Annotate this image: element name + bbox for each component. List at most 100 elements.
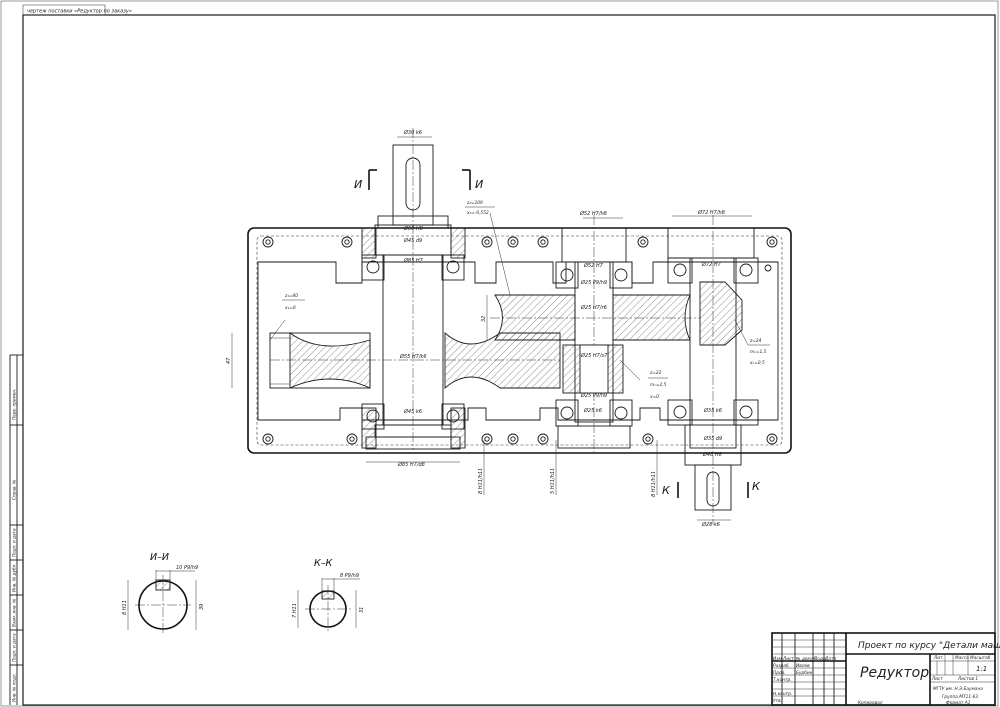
section-k-title: К–К [314, 558, 333, 569]
tb-massa: Масса [955, 655, 969, 661]
section-mark-k-left: К [662, 482, 679, 498]
strip-sprav: Справ. № [12, 479, 17, 500]
section-i-key: 10 P9/h9 [176, 565, 198, 571]
middle-gear [490, 215, 700, 455]
tb-list: Лист [782, 656, 794, 662]
tb-razrab-name: Ивлев [796, 663, 810, 669]
dim-output: Ø28 k6 [701, 521, 720, 528]
title-block: Проект по курсу "Детали машин" Редуктор … [771, 632, 1000, 706]
tb-razrab: Разраб. [773, 663, 790, 669]
dim-mid-left: Ø55 H7/k6 [399, 353, 427, 360]
dim-right-cover: Ø72 H7/h8 [697, 209, 725, 216]
gear4-z: z=24 [749, 338, 762, 344]
tb-data: Дата [824, 656, 836, 662]
gear2-x: x₂=-0,552 [466, 210, 489, 216]
gear4-x: xₙ=0,5 [749, 360, 765, 366]
dim-mid-height: 32 [481, 316, 487, 322]
strip-vzam-inv: Взам. инв. № [12, 598, 17, 627]
dim-key-mid: 5 H11/h11 [550, 468, 556, 494]
dim-right-h8: Ø48 H8 [702, 451, 722, 458]
section-k-left-text: К [662, 484, 671, 497]
tb-lit: Лит. [933, 655, 944, 661]
housing-bolts [262, 236, 778, 445]
gear1-x: x₁=0 [284, 305, 296, 311]
dim-mid-bore: Ø52 H7 [583, 262, 604, 269]
tb-masshtab: Масштаб [970, 655, 991, 661]
dim-bore-left: Ø85 H7 [403, 257, 424, 264]
section-k-right-text: К [752, 480, 761, 493]
dim-key-left: 8 H11/h11 [478, 468, 484, 494]
gear4-m: mₙ=1,5 [750, 349, 767, 355]
dim-mid-cover: Ø52 H7/h8 [579, 210, 607, 217]
top-stamp: чертеж поставки «Редуктор по заказу» [22, 4, 132, 16]
dim-bottom-left-cover: Ø85 H7/d8 [397, 461, 425, 468]
section-mark-i-right: И [462, 169, 483, 191]
tb-format: Формат A1 [946, 700, 971, 706]
dim-bearing-left-top: Ø65 H8 [403, 225, 423, 232]
gear3-x: x=0 [649, 394, 659, 400]
housing-cavity [257, 261, 779, 421]
side-strip: Перв. примен. Справ. № Подп. и дата Инв.… [9, 354, 23, 705]
output-shaft [667, 215, 759, 525]
tb-podp: Подп. [814, 656, 827, 662]
gearbox-main-view: И И К К [226, 128, 792, 528]
dim-right-d9: Ø35 d9 [703, 435, 722, 442]
tb-listov-label: Листов 1 [957, 676, 978, 682]
tb-list-label: Лист [931, 676, 943, 682]
tb-kopiroval: Копировал [858, 700, 883, 706]
strip-podp-data-2: Подп. и дата [12, 633, 17, 662]
dim-key-right: 8 H11/h11 [651, 471, 657, 497]
drawing-frame [22, 14, 996, 706]
section-k-key: 8 P9/h9 [340, 573, 359, 579]
dim-right-bore: Ø72 H7 [701, 261, 722, 268]
tb-scale-value: 1:1 [976, 665, 987, 673]
housing-outer [247, 227, 792, 454]
tb-project: Проект по курсу "Детали машин" [858, 641, 1000, 651]
gear3-m: mₙ=2,5 [650, 382, 667, 388]
dim-mid-fit2: Ø25 H7/r6 [580, 304, 607, 311]
tb-izm: Изм. [773, 656, 783, 662]
tb-prov-name: Бурбин [796, 670, 813, 676]
tb-utv: Утв. [773, 698, 782, 704]
gear3-z: z=22 [649, 370, 662, 376]
section-i-view: И–И 10 P9/h9 8 H11 39 [122, 552, 205, 635]
input-shaft [361, 128, 466, 450]
section-i-t: 8 H11 [122, 600, 128, 615]
section-i-d: 39 [199, 604, 205, 610]
section-mark-k-right: К [747, 480, 761, 498]
dimension-lines [231, 136, 752, 521]
section-i-title: И–И [150, 552, 169, 563]
dim-right-k6: Ø35 k6 [703, 407, 722, 414]
tb-group: Группа МТ11-63 [942, 694, 978, 700]
strip-inv-podl: Инв. № подл. [12, 673, 17, 702]
section-k-t: 7 H11 [292, 603, 298, 618]
tb-org: МГТУ им. Н.Э.Баумана [933, 686, 983, 692]
dim-mid-fit4: Ø25 P9/h9 [580, 392, 607, 399]
strip-podp-data-1: Подп. и дата [12, 528, 17, 557]
section-i-left-text: И [354, 178, 362, 191]
tb-name: Редуктор [860, 665, 929, 681]
worm-gear-left [269, 332, 561, 389]
tb-n-kontr: Н.контр. [773, 691, 792, 697]
gear2-z: z₂=109 [466, 200, 483, 206]
section-mark-i-left: И [354, 169, 377, 191]
section-i-right-text: И [475, 178, 483, 191]
section-k-d: 31 [359, 607, 365, 613]
dim-left-height: 47 [226, 357, 232, 364]
strip-inv-dubl: Инв. № дубл. [12, 563, 17, 592]
tb-prov: Пров. [773, 670, 786, 676]
tb-t-kontr: Т.контр. [773, 677, 792, 683]
gear1-z: z₁=60 [284, 293, 298, 299]
section-k-view: К–К 8 P9/h9 7 H11 31 [292, 558, 365, 633]
tb-no-dokum: № докум. [795, 656, 817, 662]
dim-mid-k6: Ø25 k6 [583, 407, 602, 414]
dim-mid-fit3: Ø25 H7/s7 [580, 352, 608, 359]
top-stamp-text: чертеж поставки «Редуктор по заказу» [27, 9, 132, 15]
strip-perv-primen: Перв. примен. [12, 389, 17, 420]
dim-input-top: Ø30 k6 [403, 129, 422, 136]
dim-bottom-left-k6: Ø45 k6 [403, 408, 422, 415]
dim-seal-left: Ø45 d9 [403, 237, 422, 244]
dim-mid-fit1: Ø25 P9/h9 [580, 279, 607, 286]
